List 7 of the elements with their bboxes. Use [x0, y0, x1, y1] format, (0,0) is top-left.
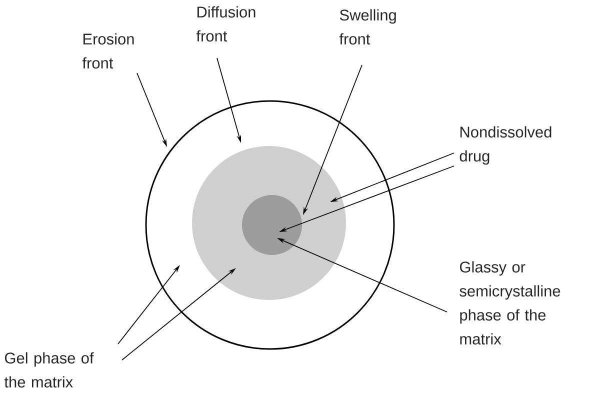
core-disc	[242, 195, 302, 255]
text-label: Erosion front	[82, 33, 134, 69]
text-label: Swelling front	[339, 9, 396, 45]
text-label: Nondissolved drug	[460, 126, 552, 165]
text-label: Diffusion front	[196, 6, 256, 42]
text-label: Gel phase of the matrix	[4, 352, 94, 388]
text-label: Glassy or semicrystalline phase of the matrix	[460, 261, 560, 345]
